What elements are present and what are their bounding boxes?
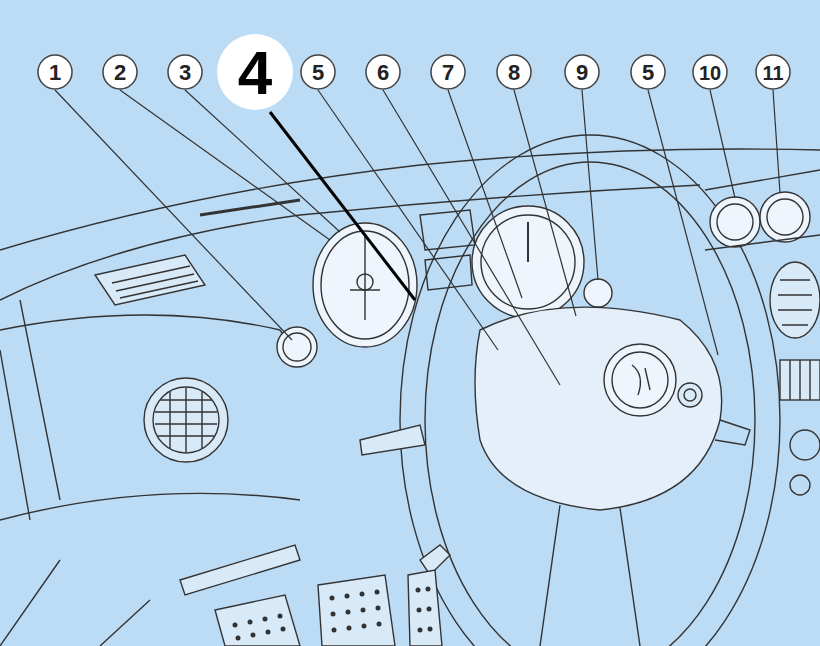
callout-number: 8 xyxy=(508,62,520,84)
callout-number: 2 xyxy=(114,62,126,84)
callout-number: 1 xyxy=(49,62,61,84)
callout-number: 7 xyxy=(442,62,454,84)
callout-number: 6 xyxy=(377,62,389,84)
callout-number: 9 xyxy=(576,62,588,84)
callout-number: 5 xyxy=(642,62,654,84)
callout-number: 10 xyxy=(699,63,721,83)
callout-number: 3 xyxy=(179,62,191,84)
callout-number: 4 xyxy=(238,42,272,104)
callout-number: 11 xyxy=(762,63,783,83)
callout-number: 5 xyxy=(312,62,324,84)
